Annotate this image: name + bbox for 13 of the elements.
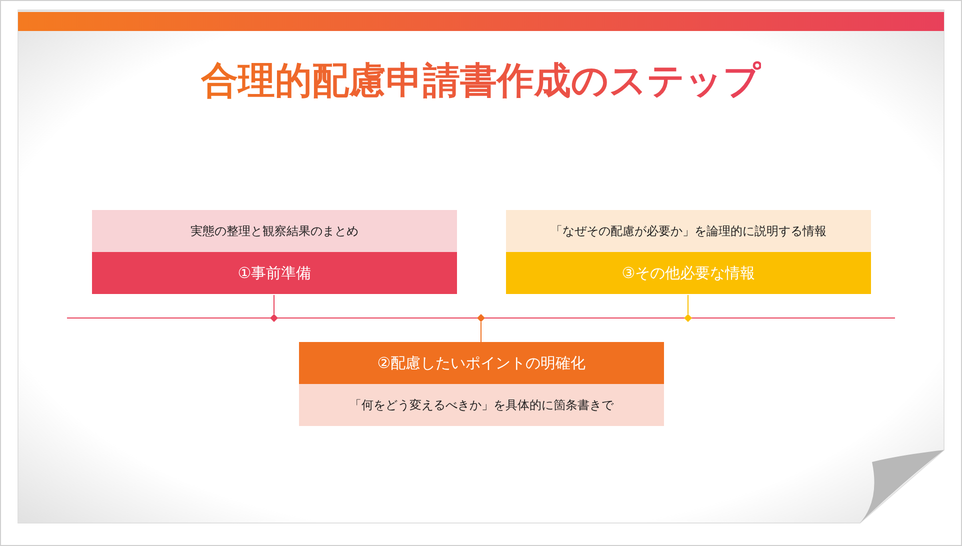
step-card <box>506 210 871 294</box>
step-description: 「何をどう変えるべきか」を具体的に箇条書きで <box>299 384 664 426</box>
step-heading: ①事前準備 <box>92 252 457 294</box>
step-card <box>299 342 664 426</box>
timeline-marker <box>684 314 692 322</box>
step-heading: ③その他必要な情報 <box>506 252 871 294</box>
step-heading: ②配慮したいポイントの明確化 <box>299 342 664 384</box>
connector-line <box>480 322 482 342</box>
step-description: 「なぜその配慮が必要か」を論理的に説明する情報 <box>506 210 871 252</box>
step-description: 実態の整理と観察結果のまとめ <box>92 210 457 252</box>
step-card <box>92 210 457 294</box>
timeline-marker <box>270 314 278 322</box>
timeline-marker <box>477 314 485 322</box>
